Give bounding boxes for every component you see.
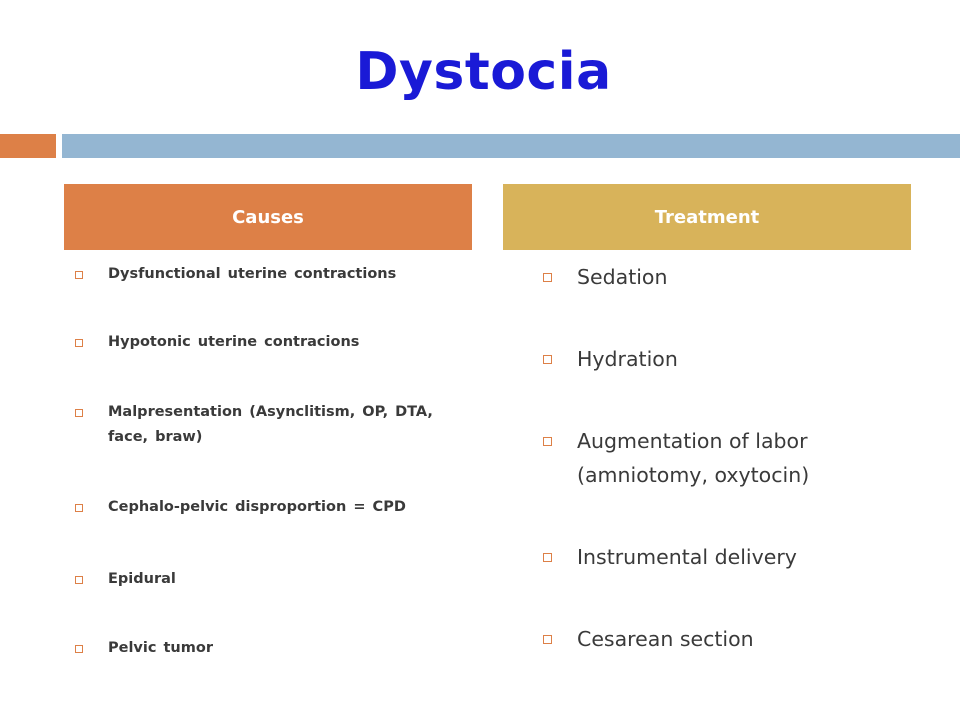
square-bullet-icon: [543, 635, 552, 644]
causes-item-label: Pelvic tumor: [108, 640, 213, 656]
treatment-item-label: Augmentation of labor (amniotomy, oxytoc…: [577, 429, 810, 487]
square-bullet-icon: [75, 645, 83, 653]
square-bullet-icon: [75, 409, 83, 417]
causes-header-label: Causes: [232, 206, 304, 228]
title-underline-blue: [62, 134, 960, 158]
treatment-item-label: Instrumental delivery: [577, 545, 797, 569]
treatment-header: Treatment: [503, 184, 911, 250]
square-bullet-icon: [75, 504, 83, 512]
treatment-item-label: Cesarean section: [577, 627, 754, 651]
square-bullet-icon: [75, 339, 83, 347]
causes-header: Causes: [64, 184, 472, 250]
square-bullet-icon: [543, 273, 552, 282]
treatment-header-label: Treatment: [654, 206, 760, 228]
treatment-item-label: Sedation: [577, 265, 668, 289]
slide-title: Dystocia: [355, 42, 612, 102]
square-bullet-icon: [75, 576, 83, 584]
square-bullet-icon: [543, 553, 552, 562]
causes-item-label: Hypotonic uterine contracions: [108, 334, 360, 350]
causes-item-label: Dysfunctional uterine contractions: [108, 266, 397, 282]
square-bullet-icon: [543, 355, 552, 364]
square-bullet-icon: [75, 271, 83, 279]
title-underline-orange: [0, 134, 56, 158]
causes-item-label: Cephalo-pelvic disproportion = CPD: [108, 499, 406, 515]
treatment-item-label: Hydration: [577, 347, 678, 371]
square-bullet-icon: [543, 437, 552, 446]
causes-item-label: Malpresentation (Asynclitism, OP, DTA, f…: [108, 404, 433, 445]
causes-item-label: Epidural: [108, 571, 176, 587]
